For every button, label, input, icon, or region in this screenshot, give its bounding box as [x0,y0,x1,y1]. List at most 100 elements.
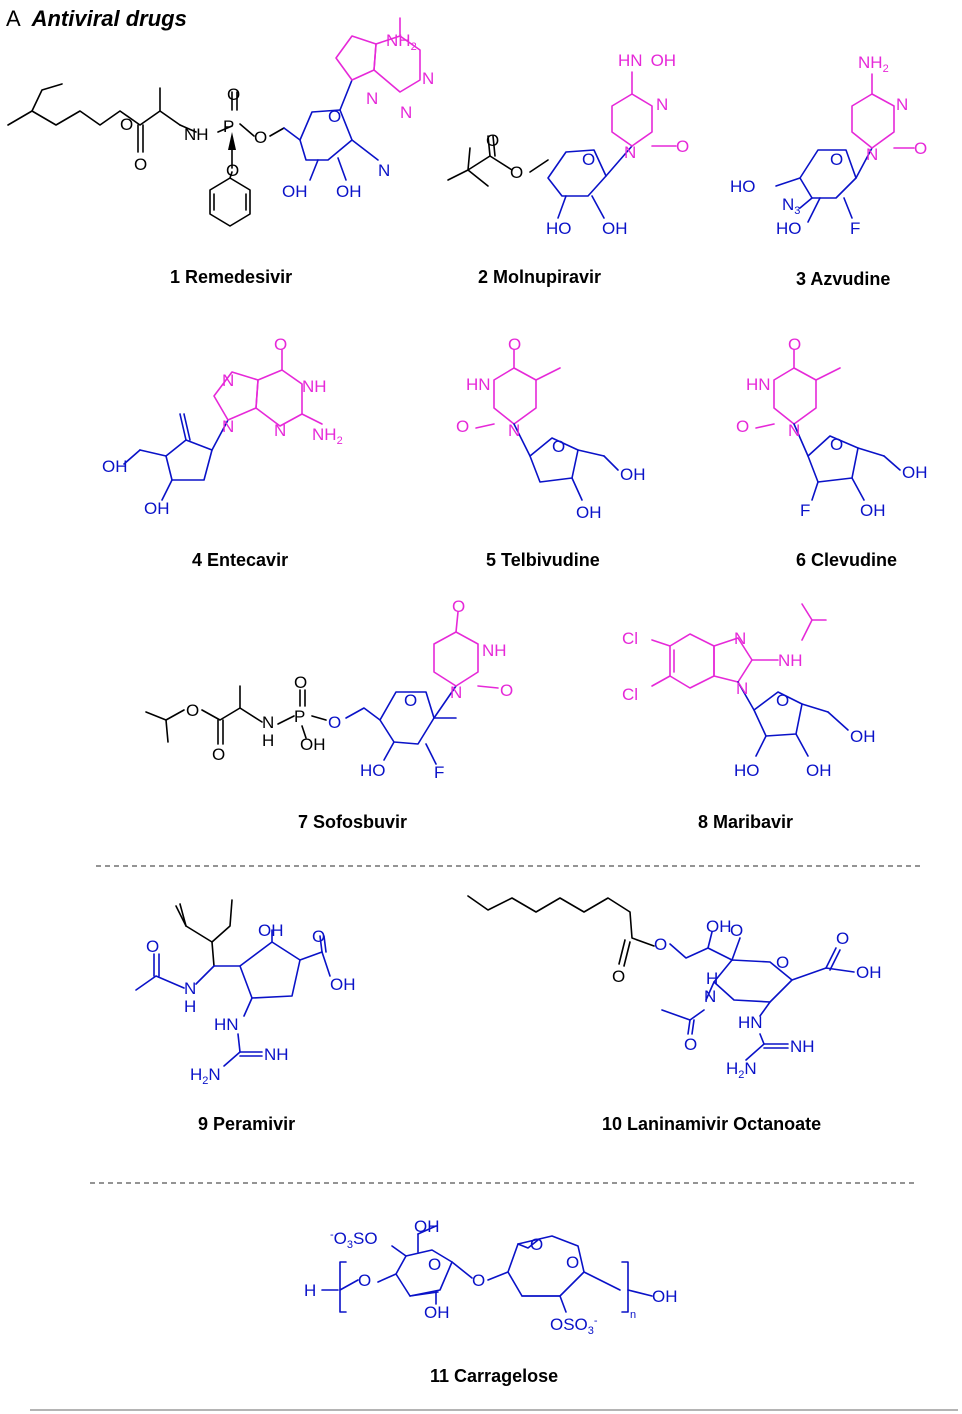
atom-n: N [422,69,434,88]
atom-h-text: H [726,1059,738,1078]
atom-oh: OH [576,503,602,522]
drug-number: 7 [298,812,308,832]
atom-n: N [866,145,878,164]
drug-number: 9 [198,1114,208,1134]
atom-o: O [134,155,147,174]
caption-remedesivir: 1 Remedesivir [170,267,292,287]
atom-repeat-n: n [630,1309,636,1321]
atom-o: O [212,745,225,764]
atom-o: O [510,163,523,182]
atom-o: O [830,150,843,169]
atom-h: H [262,731,274,750]
atom-nh: NH [264,1045,289,1064]
atom-o: O [552,437,565,456]
drug-name: Sofosbuvir [313,812,407,832]
atom-ho: HO [734,761,760,780]
atom-o: O [836,929,849,948]
atom-sub: 3 [347,1239,353,1251]
atom-n: N [788,421,800,440]
drug-name: Clevudine [811,550,897,570]
structure-peramivir [135,899,331,1067]
atom-sub: 3 [588,1325,594,1337]
atom-o: O [328,107,341,126]
atom-sub: 2 [337,435,343,447]
atom-h: H [184,997,196,1016]
drug-number: 3 [796,269,806,289]
atom-nh2-text: NH [386,31,411,50]
atom-o: O [736,417,749,436]
atom-n3: N3 [782,195,800,217]
atom-n-text: N [208,1065,220,1084]
atom-oh: OH [602,219,628,238]
structure-telbivudine [475,349,619,501]
atom-nh: NH [482,641,507,660]
atom-o: O [730,921,743,940]
atom-oh: OH [850,727,876,746]
drug-name: Molnupiravir [493,267,601,287]
caption-peramivir: 9 Peramivir [198,1114,295,1134]
atom-oh-text: OH [651,51,677,70]
atom-hn-text: HN [618,51,643,70]
atom-h2n: H2N [726,1059,757,1081]
atom-o: O [186,701,199,720]
atom-o: O [227,85,240,104]
caption-molnupiravir: 2 Molnupiravir [478,267,601,287]
atom-o: O [472,1271,485,1290]
atom-n: N [624,143,636,162]
caption-telbivudine: 5 Telbivudine [486,550,600,570]
structure-clevudine [755,349,901,501]
atom-sub: 3 [794,205,800,217]
atom-n: N [704,987,716,1006]
atom-o: O [566,1253,579,1272]
drug-name: Peramivir [213,1114,295,1134]
atom-n: N [222,371,234,390]
atom-nh: NH [184,125,209,144]
atom-nh2-text: NH [858,53,883,72]
atom-o: O [612,967,625,986]
atom-n: N [262,713,274,732]
atom-oh: OH [856,963,882,982]
drug-name: Carragelose [454,1366,558,1386]
atom-p: P [294,707,305,726]
atom-o: O [830,435,843,454]
atom-oh: OH [336,182,362,201]
atom-o: O [530,1235,543,1254]
atom-n: N [366,89,378,108]
atom-ho: HO [546,219,572,238]
atom-oh: OH [300,735,326,754]
drug-name: Entecavir [207,550,288,570]
drug-name: Maribavir [713,812,793,832]
atom-cn: N [378,161,390,180]
atom-o: O [274,335,287,354]
drug-number: 1 [170,267,180,287]
atom-cl: Cl [622,629,638,648]
atom-oh: OH [258,921,284,940]
atom-n: N [508,421,520,440]
atom-nh2: NH2 [858,53,889,75]
atom-n: N [222,417,234,436]
structure-entecavir [123,349,323,501]
atom-f: F [800,501,810,520]
atom-o: O [428,1255,441,1274]
structure-maribavir [651,603,849,757]
atom-nh2-text: NH [312,425,337,444]
structure-sofosbuvir [145,611,499,765]
atom-o: O [788,335,801,354]
atom-o: O [328,713,341,732]
atom-h: H [304,1281,316,1300]
atom-oh: OH [860,501,886,520]
atom-o: O [654,935,667,954]
caption-entecavir: 4 Entecavir [192,550,288,570]
atom-f: F [850,219,860,238]
atom-o: O [312,927,325,946]
atom-f: F [434,763,444,782]
caption-clevudine: 6 Clevudine [796,550,897,570]
atom-sub: 2 [411,41,417,53]
caption-laninamivir-octanoate: 10 Laninamivir Octanoate [602,1114,821,1134]
atom-o: O [456,417,469,436]
drug-number: 8 [698,812,708,832]
atom-nh: NH [302,377,327,396]
atom-o: O [582,150,595,169]
atom-o: O [358,1271,371,1290]
atom-ho: HO [730,177,756,196]
